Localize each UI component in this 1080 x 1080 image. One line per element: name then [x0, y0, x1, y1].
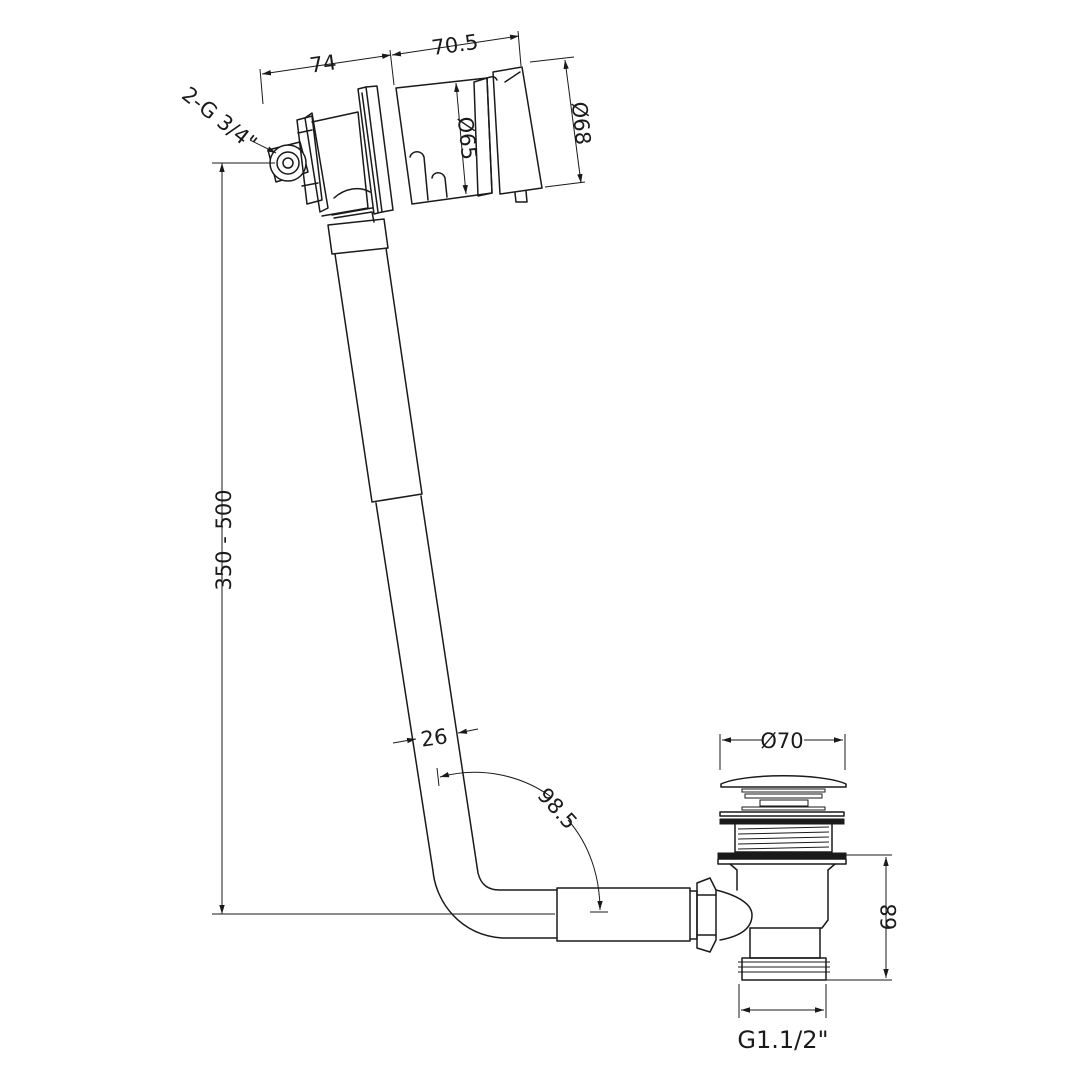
dim-diameter-65-label: Ø65	[453, 115, 481, 161]
outlet-thread	[738, 961, 830, 973]
dim-outlet-thread-label: G1.1/2"	[737, 1026, 828, 1054]
dim-height-range-label: 350 - 500	[212, 489, 236, 590]
overflow-pipe	[327, 211, 753, 953]
waste-plug-assembly	[717, 775, 847, 981]
inlet-connector	[267, 141, 309, 183]
overflow-filler-head	[267, 66, 543, 217]
dim-waste-height-68-label: 68	[877, 904, 901, 931]
body-thread	[737, 826, 830, 850]
dim-70-5-label: 70.5	[430, 30, 480, 60]
dim-diameter-68-label: Ø68	[567, 100, 595, 146]
dimension-lines	[212, 30, 892, 1018]
dim-waste-cap-70-label: Ø70	[760, 729, 803, 753]
dim-pipe-26-label: 26	[419, 724, 449, 751]
dim-radius-98-5-label: 98.5	[533, 783, 582, 834]
dim-74-label: 74	[308, 50, 338, 77]
dim-inlet-thread-label: 2-G 3/4"	[177, 82, 261, 155]
dimension-labels: 74 70.5 Ø65 Ø68 2-G 3/4" 350 - 500 26 98…	[177, 30, 901, 1054]
